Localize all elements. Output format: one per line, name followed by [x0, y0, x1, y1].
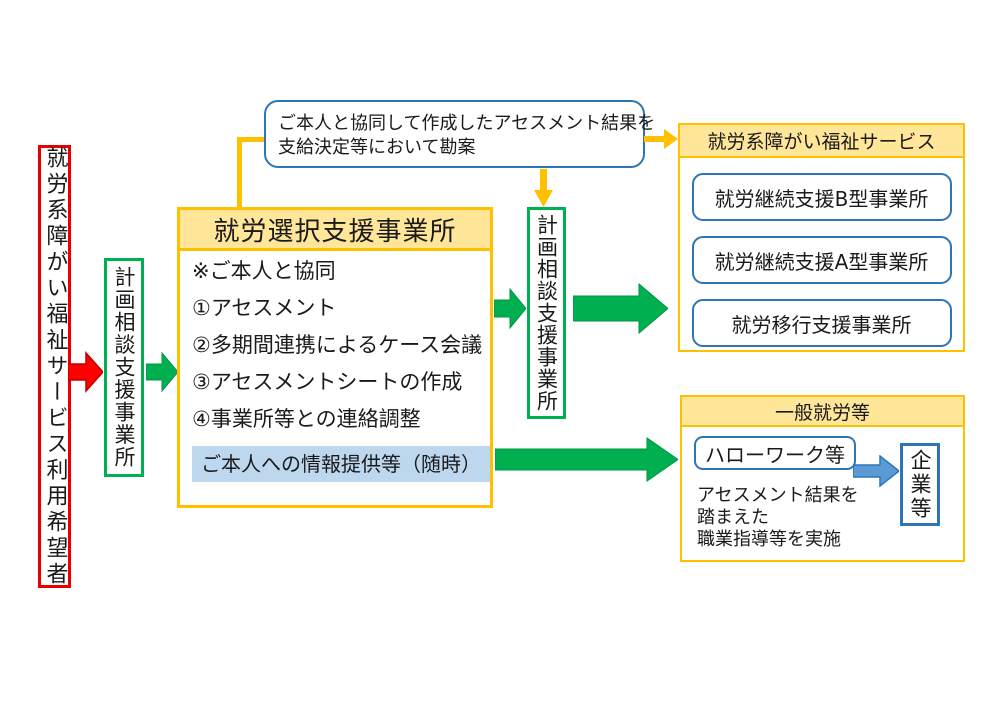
selection-item-0: ※ご本人と協同 [192, 259, 336, 283]
consult-office-box-2: 計画相談支援事業所 [527, 207, 566, 419]
blue-arrow-right-icon [853, 455, 899, 487]
company-box-label: 企業等 [908, 448, 932, 521]
hellowork-box: ハローワーク等 [694, 436, 856, 470]
selection-item-3: ③アセスメントシートの作成 [192, 370, 463, 394]
service-item-a-type: 就労継続支援A型事業所 [691, 236, 952, 284]
yellow-connector-vertical [237, 137, 242, 207]
guidance-note: アセスメント結果を 踏まえた 職業指導等を実施 [697, 485, 859, 551]
selection-item-4: ④事業所等との連絡調整 [192, 407, 421, 431]
selection-support-box: 就労選択支援事業所 ※ご本人と協同 ①アセスメント ②多期間連携によるケース会議… [177, 207, 493, 508]
green-arrow-right-icon-4 [495, 437, 678, 482]
guidance-note-line2: 踏まえた [697, 507, 769, 528]
applicant-box-label: 就労系障がい福祉サービス利用希望者 [42, 145, 68, 588]
general-employment-title: 一般就労等 [774, 401, 870, 424]
info-provision-highlight: ご本人への情報提供等（随時） [192, 446, 490, 482]
assessment-note-line2: 支給決定等において勘案 [278, 137, 476, 158]
applicant-box: 就労系障がい福祉サービス利用希望者 [38, 145, 71, 588]
welfare-services-title: 就労系障がい福祉サービス [707, 131, 936, 153]
green-arrow-right-icon-2 [494, 287, 526, 330]
company-box: 企業等 [900, 443, 940, 526]
consult-office-box-1: 計画相談支援事業所 [104, 258, 144, 477]
general-employment-box: 一般就労等 ハローワーク等 企業等 アセスメント結果を 踏まえた 職業指導等を実… [680, 395, 965, 562]
guidance-note-line1: アセスメント結果を [697, 485, 859, 506]
consult-office-1-label: 計画相談支援事業所 [112, 266, 136, 469]
guidance-note-line3: 職業指導等を実施 [697, 529, 841, 550]
selection-support-header: 就労選択支援事業所 [180, 210, 490, 251]
service-item-transition: 就労移行支援事業所 [691, 299, 952, 347]
assessment-note-box: ご本人と協同して作成したアセスメント結果を 支給決定等において勘案 [264, 100, 656, 168]
yellow-connector-horizontal [237, 137, 266, 142]
welfare-services-header: 就労系障がい福祉サービス [680, 125, 963, 158]
service-item-b-type: 就労継続支援B型事業所 [691, 173, 952, 221]
assessment-note-line1: ご本人と協同して作成したアセスメント結果を [278, 113, 656, 134]
red-arrow-right-icon [68, 351, 103, 393]
yellow-arrow-down-icon [534, 169, 553, 207]
selection-support-body: ※ご本人と協同 ①アセスメント ②多期間連携によるケース会議 ③アセスメントシー… [180, 251, 490, 482]
green-arrow-right-icon-1 [146, 351, 178, 393]
green-arrow-right-icon-3 [573, 282, 668, 335]
selection-item-2: ②多期間連携によるケース会議 [192, 333, 483, 357]
selection-item-1: ①アセスメント [192, 296, 337, 320]
consult-office-2-label: 計画相談支援事業所 [534, 214, 559, 412]
general-employment-header: 一般就労等 [682, 397, 963, 427]
selection-support-title: 就労選択支援事業所 [213, 216, 457, 247]
welfare-services-box: 就労系障がい福祉サービス 就労継続支援B型事業所 就労継続支援A型事業所 就労移… [678, 123, 965, 352]
yellow-arrow-right-icon [644, 129, 678, 149]
